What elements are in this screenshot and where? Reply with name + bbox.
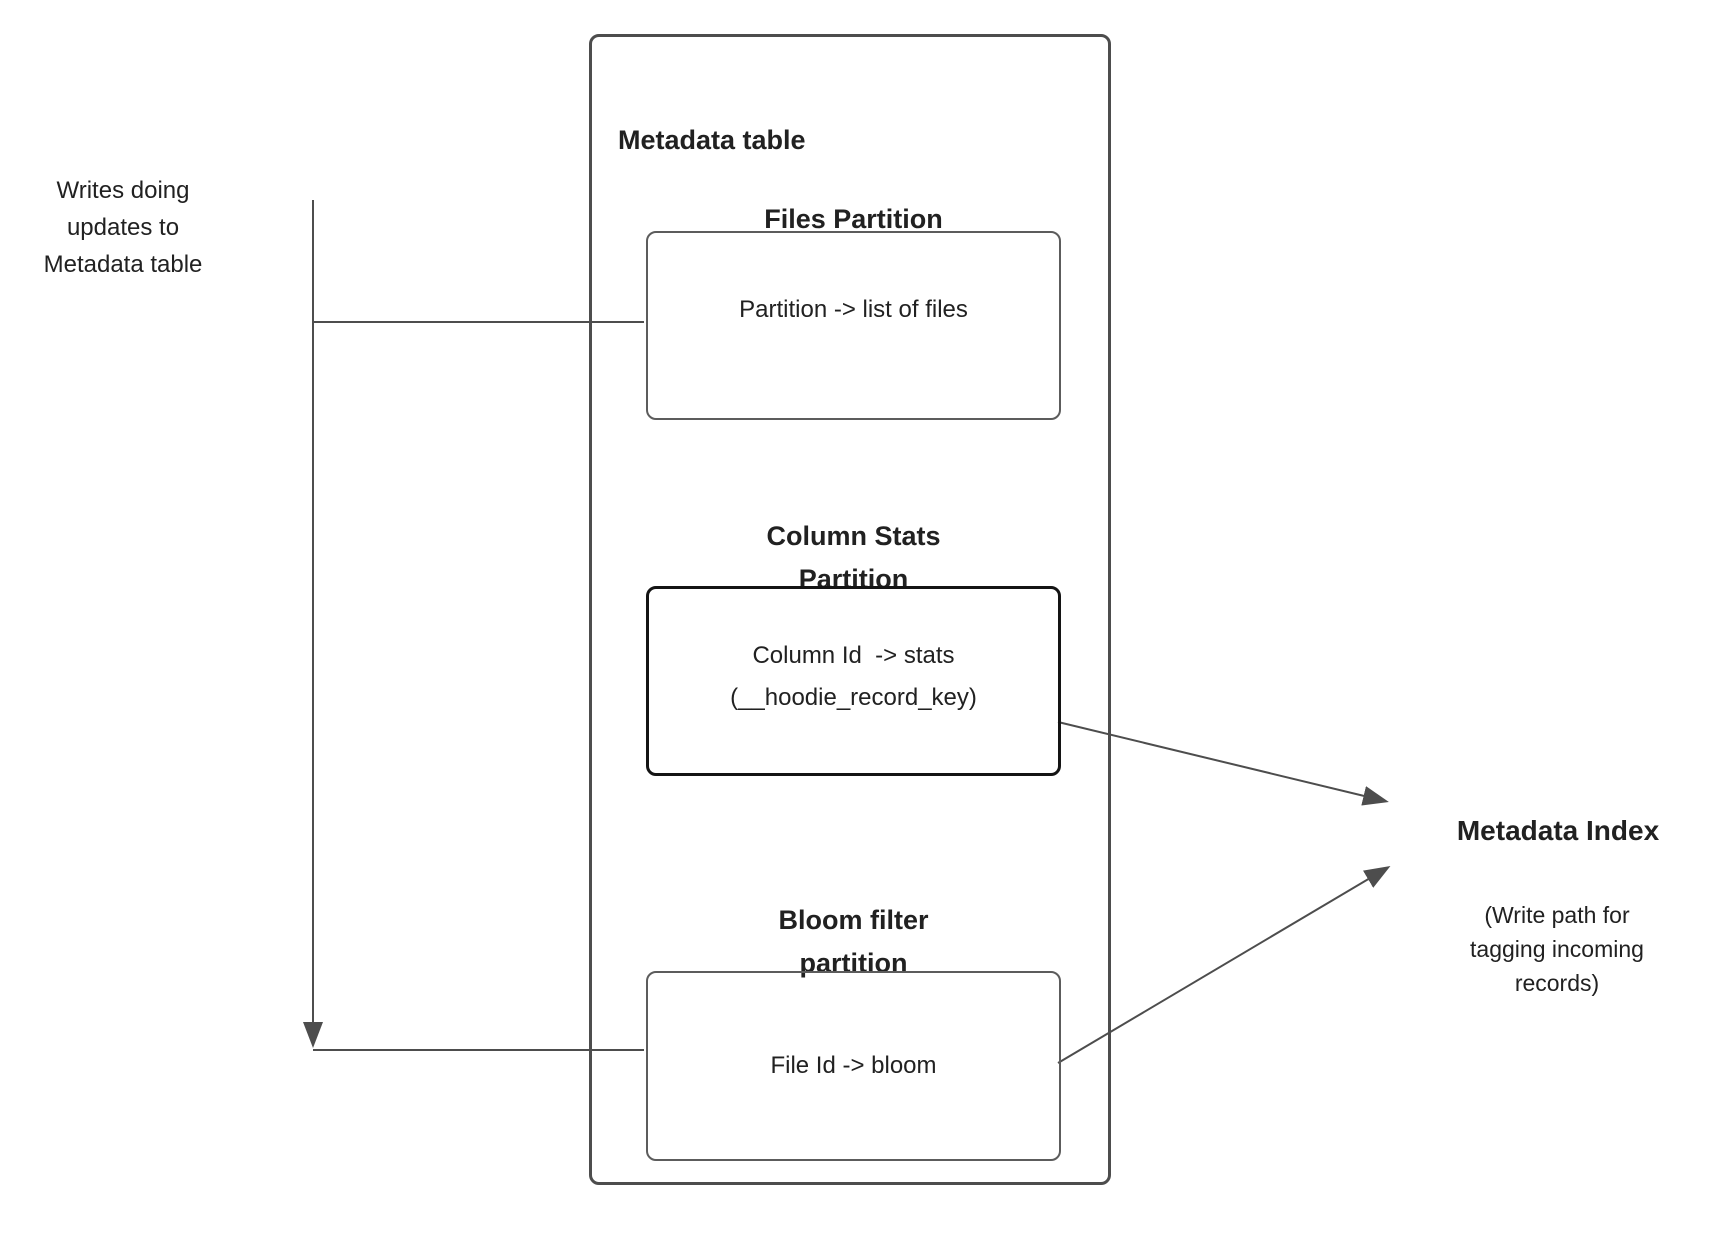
- column-stats-partition-box: Column Id -> stats (__hoodie_record_key): [646, 586, 1061, 776]
- bloom-filter-partition-heading: Bloom filter partition: [778, 905, 929, 978]
- metadata-table-box: Metadata table Files Partition Partition…: [589, 34, 1111, 1185]
- files-partition-heading: Files Partition: [764, 204, 943, 234]
- files-partition-box: Partition -> list of files: [646, 231, 1061, 420]
- column-stats-partition-heading: Column Stats Partition: [766, 521, 941, 594]
- metadata-index-note: (Write path for tagging incoming records…: [1470, 902, 1644, 996]
- column-stats-partition-mapping: Column Id -> stats (__hoodie_record_key): [730, 642, 977, 711]
- files-partition-mapping: Partition -> list of files: [739, 296, 968, 323]
- metadata-table-title: Metadata table: [618, 125, 806, 155]
- bloom-filter-partition-mapping: File Id -> bloom: [770, 1052, 937, 1079]
- column-stats-to-index-arrow: [1057, 721, 1389, 806]
- metadata-index-title: Metadata Index: [1456, 815, 1660, 846]
- bloom-filter-partition-box: File Id -> bloom: [646, 971, 1061, 1161]
- writes-updates-note: Writes doing updates to Metadata table: [43, 177, 203, 278]
- bloom-to-index-arrow: [1057, 865, 1391, 1064]
